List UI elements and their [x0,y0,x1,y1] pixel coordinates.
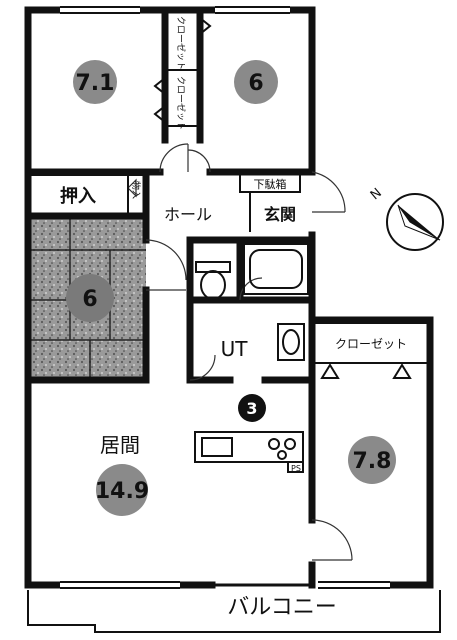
tatami-room-size: 6 [82,287,97,312]
balcony-label: バルコニー [227,595,337,620]
monoire-box [127,174,147,216]
room-size-marker-4 [96,464,148,516]
shoe-box-label: 下駄箱 [254,177,287,191]
room-size-marker-2 [234,60,278,104]
closet-2-label: クローゼット [175,76,187,130]
compass-label: N [368,186,385,204]
windows [60,6,390,589]
room-size-marker-1 [73,60,117,104]
compass-rose [386,193,444,251]
closet-3-label: クローゼット [335,337,407,351]
washbasin [277,323,305,361]
unit-number-circle [238,394,266,422]
bathtub [243,243,309,295]
closet-3-box [313,322,429,379]
western-room-1-size: 7.1 [76,71,115,96]
western-room-3-size: 7.8 [353,449,392,474]
doors [127,143,353,561]
entrance-area [239,173,301,232]
closet-boxes [153,9,212,127]
living-size: 14.9 [95,479,149,504]
closet-1-label: クローゼット [175,16,187,70]
room-size-marker-5 [348,436,396,484]
toilet-fixture [195,261,231,300]
utility-label: UT [221,337,249,361]
kitchen-counter [194,431,304,473]
hall-label: ホール [164,205,212,224]
room-size-marker-3 [66,274,114,322]
entrance-label: 玄関 [264,205,296,224]
ps-label: PS [291,464,301,473]
living-label: 居間 [100,433,140,457]
monoire-label: 物入 [130,181,142,199]
unit-number: 3 [246,399,257,418]
balcony-outline [27,590,441,633]
western-room-2-size: 6 [248,71,263,96]
oshiire-label: 押入 [60,185,96,207]
